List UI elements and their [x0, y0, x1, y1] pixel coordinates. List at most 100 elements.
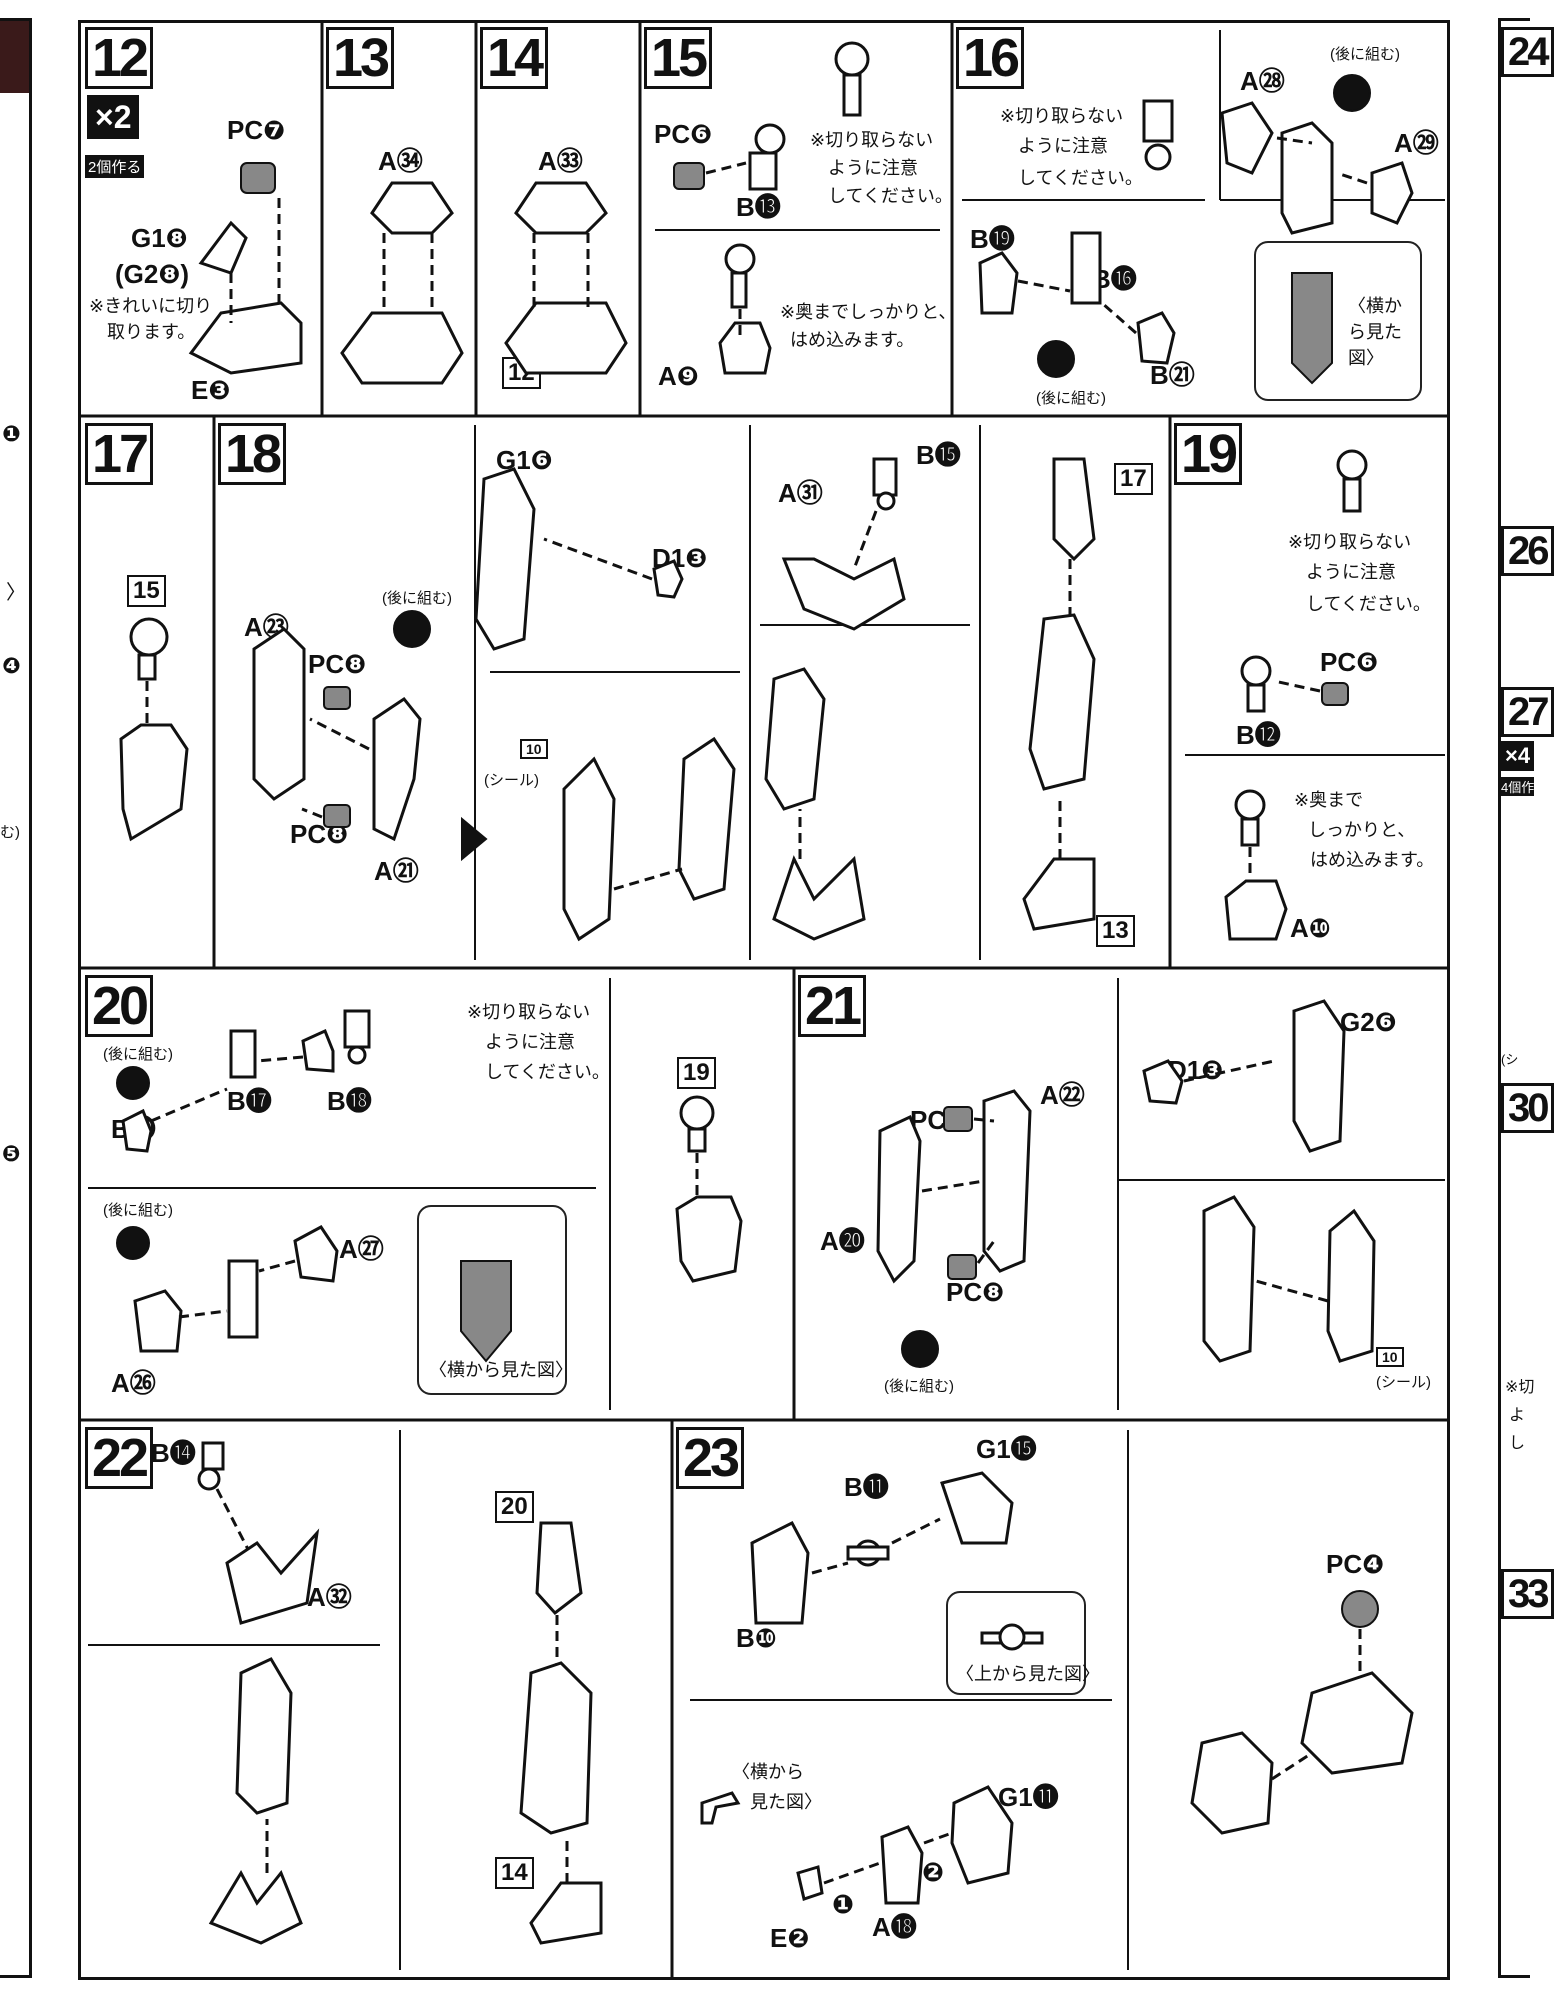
side-view-caption-2: 見た図〉: [750, 1792, 822, 1812]
note-line-2: ように注意: [485, 1032, 575, 1052]
step-22-panel: 22 B⓮ A㉜ 20 14: [81, 1423, 672, 1980]
note-line-4: ※奥まで: [1294, 790, 1364, 810]
part-label-pc4: PC❹: [1326, 1549, 1385, 1579]
note-line-1: ※切り取らない: [467, 1002, 591, 1022]
step-number: 12: [85, 27, 154, 89]
step-number: 20: [85, 975, 154, 1037]
part-label-b11: B⓫: [844, 1472, 889, 1502]
part-label-b10: B❿: [736, 1623, 777, 1653]
sticker-label: (シール): [484, 772, 539, 789]
part-label-a33: A㉝: [538, 146, 583, 176]
step-19-illustration: [1224, 449, 1368, 941]
step-number: 14: [480, 27, 549, 89]
step-18-illustration: [252, 457, 1096, 942]
part-label-b19: B⓳: [970, 224, 1015, 254]
part-label-a21: A㉑: [374, 856, 419, 886]
part-label-a31: A㉛: [778, 478, 823, 508]
step-number: 19: [1174, 423, 1243, 485]
step-number: 23: [676, 1427, 745, 1489]
step-number: 15: [644, 27, 713, 89]
step-21-illustration: [876, 999, 1376, 1368]
note-line-6: はめ込みます。: [1310, 850, 1435, 870]
step-order-1: ❶: [832, 1889, 855, 1919]
part-label-a10: A❿: [1290, 913, 1331, 943]
part-label-pc6: PC❻: [1320, 647, 1379, 677]
step-17-illustration: [119, 617, 189, 842]
part-label-b15: B⓯: [916, 440, 961, 470]
note-b-line-2: はめ込みます。: [790, 330, 915, 350]
part-label-pc8-bottom: PC❽: [946, 1277, 1005, 1307]
right-step-30: 30: [1501, 1083, 1554, 1133]
note-a-line-3: してください。: [828, 186, 953, 206]
step-23-illustration: [700, 1471, 1414, 1905]
back-note-bottom: (後に組む): [1036, 390, 1106, 407]
right-step-33: 33: [1501, 1569, 1554, 1619]
left-edge-mu: む): [0, 824, 20, 841]
step-number: 18: [218, 423, 287, 485]
ref-step-14: 14: [495, 1857, 534, 1889]
part-label-e2: E❷: [770, 1923, 810, 1953]
back-note: (後に組む): [884, 1378, 954, 1395]
part-label-b12: B⓬: [1236, 720, 1281, 750]
part-label-a29: A㉙: [1394, 128, 1439, 158]
ref-step-17: 17: [1114, 463, 1153, 495]
right-step-27: 27: [1501, 687, 1554, 737]
note-line-2: ように注意: [1018, 136, 1108, 156]
ref-step-15: 15: [127, 575, 166, 607]
part-label-b17: B⓱: [227, 1086, 272, 1116]
right-multiplier-sub: 4個作: [1501, 777, 1535, 796]
left-edge-gt: 〉: [6, 582, 26, 604]
part-label-g1-15: G1⓯: [976, 1434, 1037, 1464]
top-view-caption: 〈上から見た図〉: [956, 1664, 1100, 1684]
part-label-a9: A❾: [658, 361, 699, 391]
part-label-g1-11: G1⓫: [998, 1782, 1059, 1812]
part-label-e3: E❸: [191, 375, 231, 405]
left-edge-header-bar: [0, 21, 29, 93]
part-label-g2-8: (G2❽): [115, 259, 190, 289]
sticker-number: 10: [520, 739, 548, 759]
multiplier-subtext: 2個作る: [85, 155, 145, 178]
step-15-illustration: [673, 41, 870, 375]
left-edge-num-5: ❺: [2, 1141, 21, 1166]
note-line-3: してください。: [1306, 594, 1431, 614]
part-label-b21: B㉑: [1150, 360, 1195, 390]
step-number: 16: [956, 27, 1025, 89]
part-label-a28: A㉘: [1240, 66, 1285, 96]
right-multiplier: ×4: [1501, 741, 1535, 771]
side-view-caption-1: 〈横から: [732, 1762, 804, 1782]
left-edge-strip: ❶ 〉 ❹ む) ❺: [0, 18, 32, 1978]
part-label-b13: B⓭: [736, 192, 781, 222]
step-18-panel: 18 A㉓ (後に組む) PC❽ PC❽ A㉑ G1❻ D1❸ 10 (シール)…: [214, 419, 1170, 968]
note-line-1: ※きれいに切り: [89, 296, 213, 316]
step-number: 21: [798, 975, 867, 1037]
part-label-pc6: PC❻: [654, 119, 713, 149]
part-label-g1-6: G1❻: [496, 445, 553, 475]
step-20-illustration: [116, 1009, 743, 1363]
part-label-a26: A㉖: [111, 1368, 156, 1398]
note-line-2: 取ります。: [107, 322, 196, 342]
right-seal: (シ: [1501, 1052, 1519, 1067]
right-step-24: 24: [1501, 27, 1554, 77]
part-label-a20: A⓴: [820, 1226, 865, 1256]
back-note-bottom: (後に組む): [103, 1202, 173, 1219]
step-14-panel: 14 A㉝ 12: [476, 23, 640, 416]
back-note-top: (後に組む): [1330, 46, 1400, 63]
step-22-illustration: [197, 1441, 603, 1945]
sticker-number: 10: [1376, 1347, 1404, 1367]
step-number: 13: [326, 27, 395, 89]
step-21-panel: 21 PC❽ A㉒ A⓴ PC❽ (後に組む) D1❸ G2❻ 10 (シール): [794, 971, 1450, 1420]
step-19-panel: 19 ※切り取らない ように注意 してください。 PC❻ B⓬ ※奥まで しっか…: [1170, 419, 1450, 968]
step-number: 17: [85, 423, 154, 485]
part-label-a22: A㉒: [1040, 1080, 1085, 1110]
back-note-top: (後に組む): [103, 1046, 173, 1063]
part-label-b14: B⓮: [151, 1438, 196, 1468]
step-20-panel: 20 (後に組む) B⓴ B⓱ B⓲ ※切り取らない ように注意 してください。…: [81, 971, 794, 1420]
step-12-panel: 12 ×2 2個作る PC❼ G1❽ (G2❽) ※きれいに切り 取ります。 E…: [81, 23, 322, 416]
step-15-panel: 15 PC❻ B⓭ ※切り取らない ように注意 してください。 ※奥までしっかり…: [640, 23, 956, 416]
ref-step-13: 13: [1096, 915, 1135, 947]
part-label-a32: A㉜: [307, 1582, 352, 1612]
right-step-26: 26: [1501, 526, 1554, 576]
note-line-5: しっかりと、: [1308, 820, 1416, 840]
right-note-2: よ: [1509, 1407, 1526, 1424]
